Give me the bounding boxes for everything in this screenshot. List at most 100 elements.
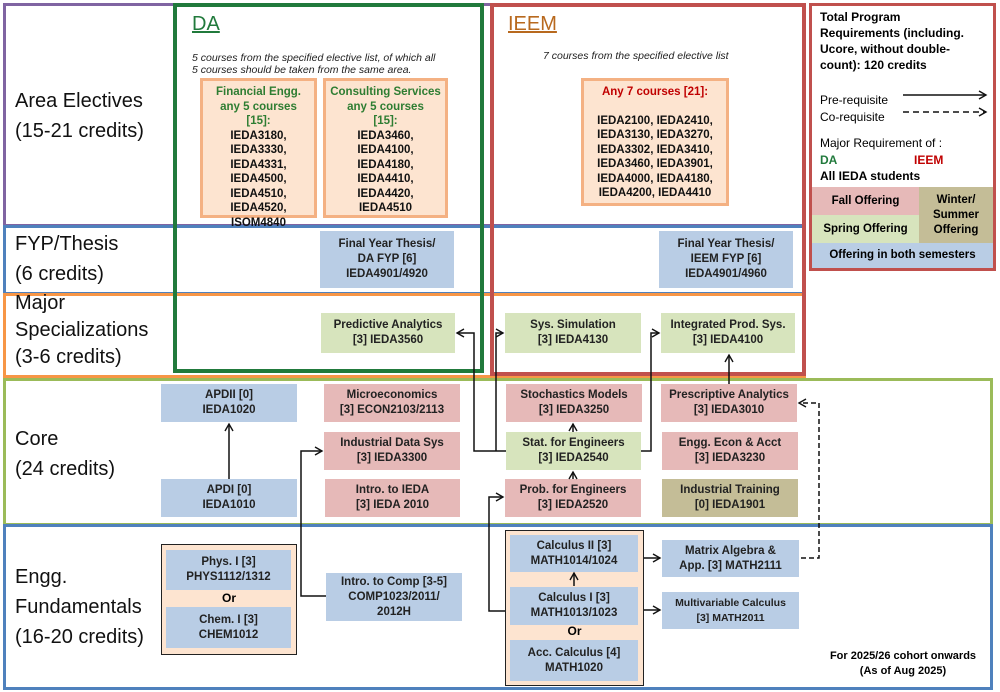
elective-course: IEDA3180, bbox=[230, 129, 287, 142]
course-ieem-fyp[interactable]: Final Year Thesis/ IEEM FYP [6] IEDA4901… bbox=[659, 231, 793, 288]
course-sys-simulation[interactable]: Sys. Simulation [3] IEDA4130 bbox=[505, 313, 641, 353]
row-label-line: Engg. bbox=[15, 566, 68, 588]
course-intro-to-comp[interactable]: Intro. to Comp [3-5] COMP1023/2011/ 2012… bbox=[326, 573, 462, 621]
course-integrated-prod-sys[interactable]: Integrated Prod. Sys. [3] IEDA4100 bbox=[661, 313, 795, 353]
da-description-line: 5 courses from the specified elective li… bbox=[192, 52, 436, 64]
course-engg-econ-acct[interactable]: Engg. Econ & Acct [3] IEDA3230 bbox=[662, 432, 798, 470]
da-area-consulting-services: Consulting Services any 5 courses [15]: … bbox=[323, 78, 448, 218]
course-text: [3] IEDA4130 bbox=[537, 334, 609, 346]
course-text: [3] IEDA4100 bbox=[692, 334, 764, 346]
legend-both-semesters: Offering in both semesters bbox=[812, 243, 993, 268]
elective-course: IEDA4331, bbox=[230, 158, 287, 171]
ieem-elective-list: Any 7 courses [21]: IEDA2100, IEDA2410, … bbox=[581, 78, 729, 206]
course-prob-for-engineers[interactable]: Prob. for Engineers [3] IEDA2520 bbox=[505, 479, 641, 517]
elective-course: IEDA4000, IEDA4180, bbox=[597, 172, 713, 185]
course-text: [3] IEDA3300 bbox=[356, 452, 428, 464]
course-apdii[interactable]: APDII [0] IEDA1020 bbox=[161, 384, 297, 422]
legend-fall-offering: Fall Offering bbox=[812, 187, 919, 215]
course-calculus-ii[interactable]: Calculus II [3] MATH1014/1024 bbox=[510, 535, 638, 572]
elective-course: IEDA4420, bbox=[357, 187, 414, 200]
cohort-note-line: For 2025/26 cohort onwards bbox=[829, 650, 977, 662]
row-label-line: Specializations bbox=[15, 319, 149, 341]
course-text: Intro. to Comp [3-5] bbox=[340, 575, 448, 588]
course-text: IEDA1020 bbox=[202, 404, 256, 416]
elective-course: IEDA3330, bbox=[230, 144, 287, 156]
legend-spring-offering: Spring Offering bbox=[812, 215, 919, 243]
course-apdi[interactable]: APDI [0] IEDA1010 bbox=[161, 479, 297, 517]
course-stat-for-engineers[interactable]: Stat. for Engineers [3] IEDA2540 bbox=[506, 432, 641, 470]
or-label: Or bbox=[567, 624, 582, 638]
elective-course: IEDA2100, IEDA2410, bbox=[597, 114, 713, 127]
elective-course: IEDA3460, IEDA3901, bbox=[597, 158, 713, 170]
elective-course: IEDA3130, IEDA3270, bbox=[597, 129, 713, 141]
course-industrial-data-sys[interactable]: Industrial Data Sys [3] IEDA3300 bbox=[324, 432, 460, 470]
course-chem-i[interactable]: Chem. I [3] CHEM1012 bbox=[166, 607, 291, 648]
legend-corequisite: Co-requisite bbox=[820, 110, 885, 124]
course-text: App. [3] MATH2111 bbox=[679, 559, 782, 572]
course-text: Prob. for Engineers bbox=[519, 484, 627, 496]
legend-line: Offering bbox=[933, 223, 979, 236]
calculus-group: Calculus II [3] MATH1014/1024 Calculus I… bbox=[505, 530, 644, 686]
course-text: Stat. for Engineers bbox=[522, 437, 625, 449]
row-label-line: FYP/Thesis bbox=[15, 233, 119, 255]
da-description: 5 courses from the specified elective li… bbox=[192, 52, 435, 76]
ieem-title[interactable]: IEEM bbox=[508, 13, 557, 35]
course-multivariable-calculus[interactable]: Multivariable Calculus [3] MATH2011 bbox=[662, 592, 799, 629]
elective-course: IEDA4410, bbox=[357, 173, 414, 185]
row-label-line: (15-21 credits) bbox=[15, 120, 144, 142]
course-text: Calculus II [3] bbox=[536, 539, 612, 552]
course-text: COMP1023/2011/ bbox=[348, 590, 440, 603]
course-microeconomics[interactable]: Microeconomics [3] ECON2103/2113 bbox=[324, 384, 460, 422]
course-prescriptive-analytics[interactable]: Prescriptive Analytics [3] IEDA3010 bbox=[661, 384, 797, 422]
elective-course: IEDA4510, bbox=[230, 187, 287, 200]
course-text: Predictive Analytics bbox=[333, 319, 443, 331]
row-core bbox=[3, 378, 993, 526]
course-da-fyp[interactable]: Final Year Thesis/ DA FYP [6] IEDA4901/4… bbox=[320, 231, 454, 288]
course-matrix-algebra[interactable]: Matrix Algebra & App. [3] MATH2111 bbox=[662, 540, 799, 577]
course-stochastic-models[interactable]: Stochastics Models [3] IEDA3250 bbox=[506, 384, 642, 422]
elective-course: IEDA3302, IEDA3410, bbox=[597, 143, 713, 156]
course-text: MATH1020 bbox=[545, 661, 603, 674]
course-text: Final Year Thesis/ bbox=[338, 238, 436, 250]
phys-or-chem-group: Phys. I [3] PHYS1112/1312 Or Chem. I [3]… bbox=[161, 544, 297, 655]
area-heading-line: any 5 courses bbox=[347, 100, 424, 113]
course-text: IEEM FYP [6] bbox=[690, 253, 762, 265]
elective-course: IEDA4500, bbox=[230, 173, 287, 185]
course-text: APDII [0] bbox=[205, 389, 253, 401]
legend-prerequisite: Pre-requisite bbox=[820, 93, 889, 107]
course-text: IEDA1010 bbox=[202, 499, 256, 511]
da-title[interactable]: DA bbox=[192, 13, 220, 35]
ieem-description: 7 courses from the specified elective li… bbox=[543, 50, 729, 62]
course-text: MATH1014/1024 bbox=[530, 554, 618, 567]
course-phys-i[interactable]: Phys. I [3] PHYS1112/1312 bbox=[166, 550, 291, 590]
course-text: Phys. I [3] bbox=[201, 556, 256, 568]
course-text: [3] IEDA3560 bbox=[352, 334, 424, 346]
course-text: [3] IEDA2540 bbox=[538, 452, 609, 464]
course-text: Industrial Data Sys bbox=[340, 437, 444, 449]
area-heading-line: Financial Engg. bbox=[216, 86, 301, 98]
row-label-line: Core bbox=[15, 428, 59, 450]
row-label-engg-fundamentals: Engg. Fundamentals (16-20 credits) bbox=[15, 562, 144, 652]
row-label-core: Core (24 credits) bbox=[15, 424, 115, 484]
legend-line: Requirements (including. bbox=[820, 26, 965, 40]
legend-da: DA bbox=[820, 153, 838, 167]
course-intro-to-ieda[interactable]: Intro. to IEDA [3] IEDA 2010 bbox=[325, 479, 460, 517]
course-text: [0] IEDA1901 bbox=[694, 499, 766, 511]
area-heading-line: [15]: bbox=[246, 115, 271, 127]
da-description-line: 5 courses should be taken from the same … bbox=[192, 64, 412, 76]
elective-course: ISOM4840 bbox=[231, 216, 286, 229]
course-calculus-i[interactable]: Calculus I [3] MATH1013/1023 bbox=[510, 587, 638, 625]
course-text: [3] IEDA3230 bbox=[694, 452, 766, 464]
row-label-line: (24 credits) bbox=[15, 458, 116, 480]
course-acc-calculus[interactable]: Acc. Calculus [4] MATH1020 bbox=[510, 640, 638, 681]
course-industrial-training[interactable]: Industrial Training [0] IEDA1901 bbox=[662, 479, 798, 517]
course-text: Industrial Training bbox=[680, 484, 780, 496]
course-text: IEDA4901/4920 bbox=[346, 268, 428, 280]
elective-course: IEDA4520, bbox=[230, 202, 287, 214]
row-label-area-electives: Area Electives (15-21 credits) bbox=[15, 86, 144, 146]
legend-line: Winter/ bbox=[936, 193, 976, 206]
course-text: Multivariable Calculus bbox=[675, 596, 786, 609]
course-predictive-analytics[interactable]: Predictive Analytics [3] IEDA3560 bbox=[321, 313, 455, 353]
elective-course: IEDA4180, bbox=[357, 158, 414, 171]
elective-course: IEDA3460, bbox=[357, 129, 414, 142]
